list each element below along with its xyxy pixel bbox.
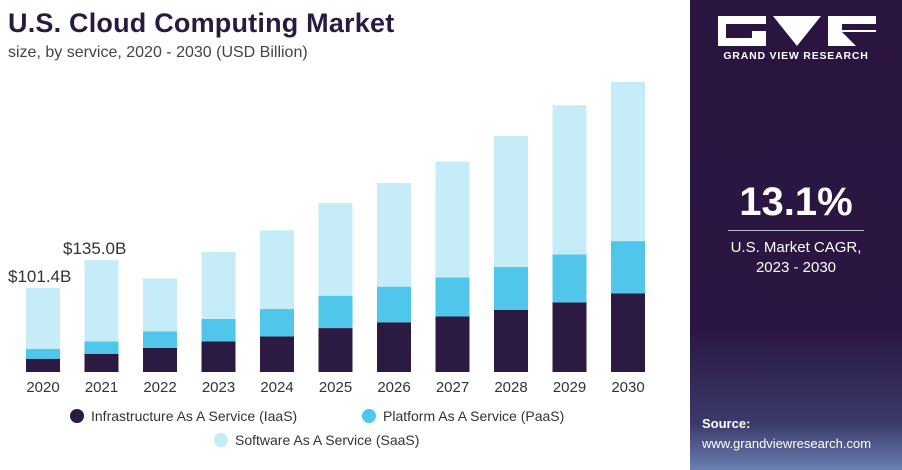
bar-iaas-2030 [611,293,645,372]
x-tick-label: 2023 [202,379,235,396]
bar-saas-2029 [552,105,587,255]
source-label: Source: [702,416,751,431]
data-label-2021: $135.0B [63,239,126,258]
cagr-label-line1: U.S. Market CAGR, [730,239,862,256]
x-tick-label: 2020 [26,379,59,396]
x-tick-label: 2029 [553,379,586,396]
legend-swatch-iaas [70,409,84,423]
bar-saas-2021 [84,260,119,342]
legend-item-saas: Software As A Service (SaaS) [214,432,419,448]
legend-label-iaas: Infrastructure As A Service (IaaS) [91,408,298,424]
info-sidebar: GRAND VIEW RESEARCH 13.1% U.S. Market CA… [690,0,902,470]
source-link[interactable]: www.grandviewresearch.com [702,436,872,451]
bar-iaas-2022 [143,347,177,372]
bar-iaas-2025 [318,328,353,372]
x-tick-label: 2025 [319,379,352,396]
bar-iaas-2024 [260,336,294,372]
bar-saas-2028 [494,135,528,267]
x-tick-label: 2026 [377,379,410,396]
bar-saas-2030 [611,82,645,242]
bar-iaas-2029 [552,302,587,372]
bar-saas-2020 [26,287,60,349]
bar-paas-2028 [494,266,528,310]
x-tick-label: 2021 [85,379,118,396]
bar-paas-2026 [377,286,411,323]
cagr-label: U.S. Market CAGR, 2023 - 2030 [690,238,902,278]
bar-paas-2023 [201,318,236,342]
bar-iaas-2027 [435,316,470,372]
brand-name: GRAND VIEW RESEARCH [723,50,869,62]
bar-saas-2027 [435,161,470,278]
bar-saas-2022 [143,278,177,332]
bar-paas-2021 [84,341,119,354]
bar-paas-2022 [143,331,177,348]
data-label-2020: $101.4B [8,267,71,286]
legend-swatch-saas [214,433,228,447]
chart-title: U.S. Cloud Computing Market [8,8,395,38]
x-tick-label: 2030 [611,379,644,396]
bar-paas-2029 [552,254,587,303]
legend-item-paas: Platform As A Service (PaaS) [362,408,564,424]
bar-iaas-2026 [377,322,411,372]
cagr-value: 13.1% [739,180,853,224]
chart-panel: U.S. Cloud Computing Market size, by ser… [8,8,645,448]
bar-paas-2027 [435,277,470,317]
bar-saas-2024 [260,230,294,310]
x-tick-label: 2024 [260,379,293,396]
bar-iaas-2028 [494,309,528,372]
bar-saas-2025 [318,202,353,296]
x-tick-label: 2027 [436,379,469,396]
x-tick-label: 2022 [143,379,176,396]
bar-paas-2030 [611,241,645,294]
x-tick-label: 2028 [494,379,527,396]
bar-paas-2024 [260,309,294,337]
gvr-logo [718,16,876,46]
stacked-bar-chart: 2020 2021 2022 2023 2024 2025 2026 2027 2028 2029… [8,82,645,396]
legend-item-iaas: Infrastructure As A Service (IaaS) [70,408,297,424]
bar-iaas-2023 [201,341,236,372]
bar-iaas-2020 [26,358,60,372]
legend-swatch-paas [362,409,376,423]
bar-saas-2026 [377,183,411,287]
bar-iaas-2021 [84,353,119,372]
bar-paas-2020 [26,348,60,359]
bar-paas-2025 [318,295,353,329]
chart-subtitle: size, by service, 2020 - 2030 (USD Billi… [8,44,308,61]
cagr-divider [728,230,864,231]
legend-label-saas: Software As A Service (SaaS) [235,432,420,448]
cagr-label-line2: 2023 - 2030 [755,259,837,276]
legend-label-paas: Platform As A Service (PaaS) [383,408,565,424]
bar-saas-2023 [201,251,236,319]
